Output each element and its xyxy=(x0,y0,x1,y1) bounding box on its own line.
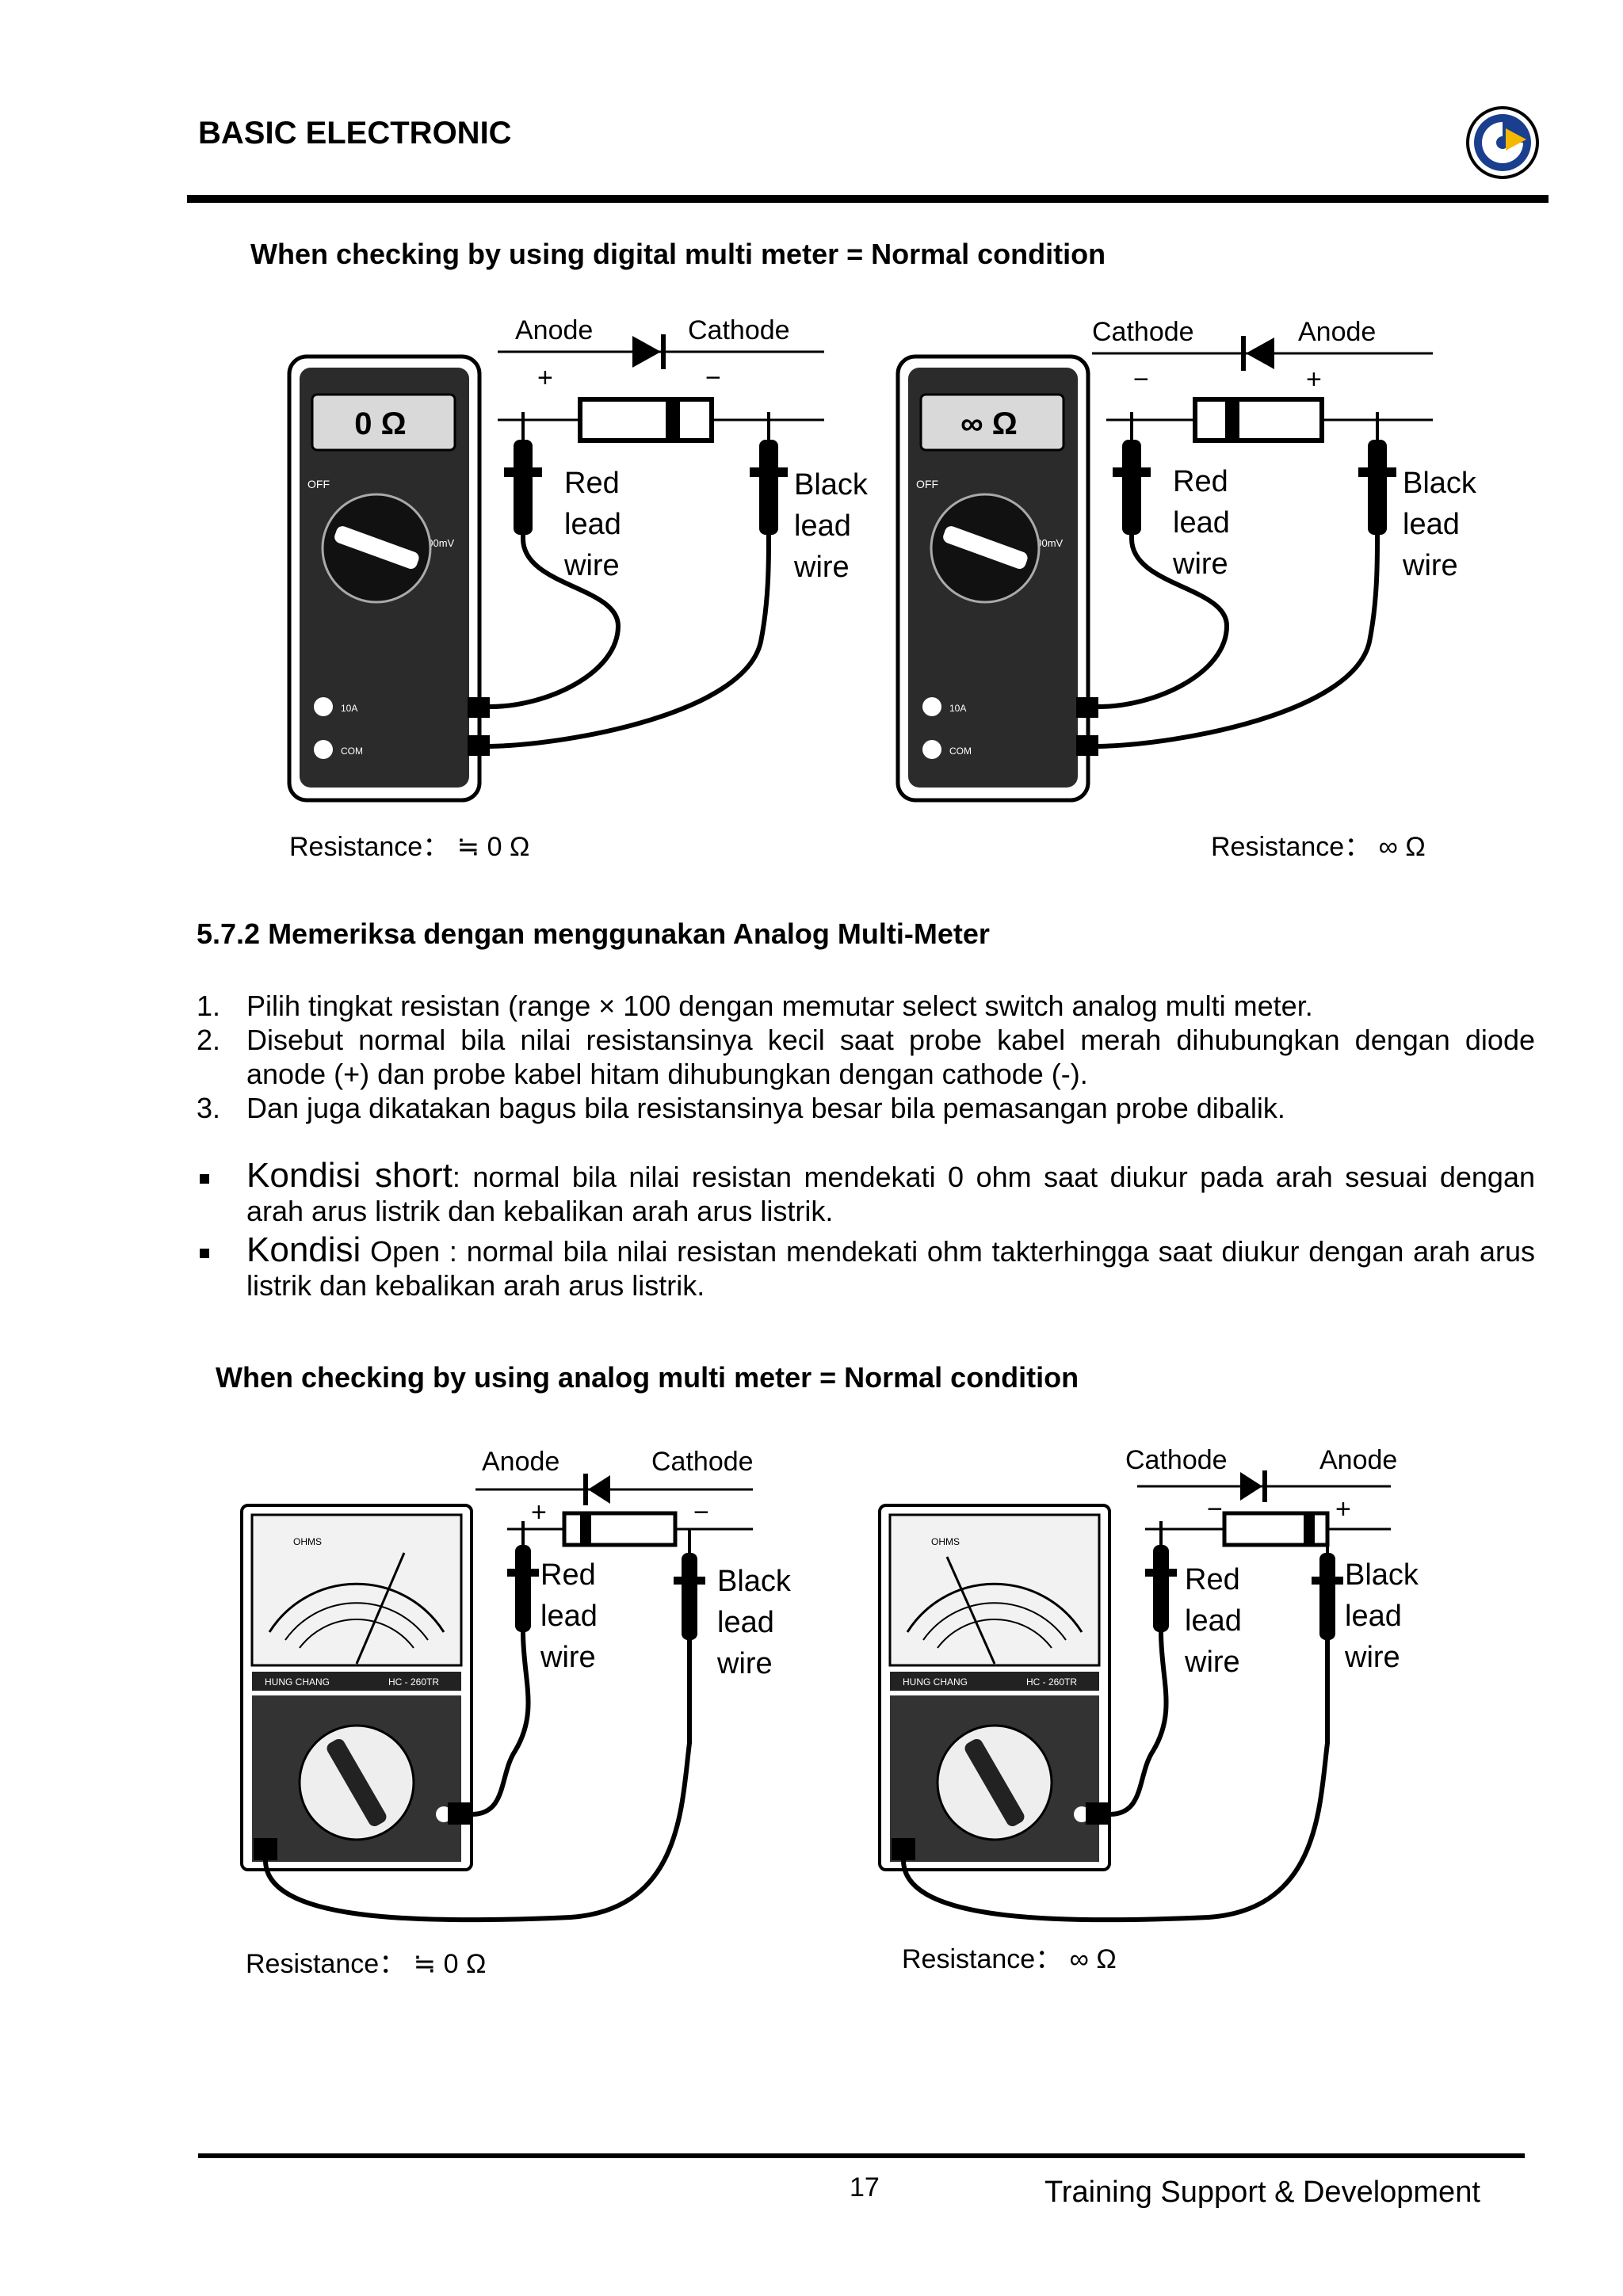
svg-text:Anode: Anode xyxy=(1298,317,1376,347)
bullet-item: Kondisi Open : normal bila nilai resista… xyxy=(246,1230,1535,1302)
svg-text:−: − xyxy=(693,1497,709,1527)
svg-text:HUNG CHANG: HUNG CHANG xyxy=(265,1676,330,1688)
svg-text:OHMS: OHMS xyxy=(293,1536,322,1547)
svg-text:Red: Red xyxy=(1173,465,1228,498)
digital-display-right: ∞ Ω xyxy=(960,406,1018,441)
digital-display-left: 0 Ω xyxy=(354,406,406,441)
svg-text:+: + xyxy=(1335,1494,1351,1524)
svg-text:lead: lead xyxy=(540,1600,598,1633)
svg-text:Black: Black xyxy=(1345,1558,1419,1592)
list-item-number: 2. xyxy=(197,1024,221,1056)
svg-text:Red: Red xyxy=(1185,1563,1240,1596)
svg-text:−: − xyxy=(705,363,721,393)
list-item-text: Pilih tingkat resistan (range × 100 deng… xyxy=(246,990,1313,1022)
svg-text:lead: lead xyxy=(717,1606,774,1639)
svg-text:+: + xyxy=(1306,364,1322,395)
svg-text:HC - 260TR: HC - 260TR xyxy=(1026,1676,1077,1688)
svg-text:wire: wire xyxy=(1172,547,1228,581)
numbered-list: 1. Pilih tingkat resistan (range × 100 d… xyxy=(0,989,1623,1124)
digital-figure-title: When checking by using digital multi met… xyxy=(250,238,1106,270)
svg-text:wire: wire xyxy=(716,1647,773,1680)
svg-text:wire: wire xyxy=(563,549,620,582)
svg-text:Cathode: Cathode xyxy=(688,315,790,345)
svg-text:OHMS: OHMS xyxy=(931,1536,960,1547)
svg-text:Anode: Anode xyxy=(515,315,593,345)
svg-text:Black: Black xyxy=(794,468,869,502)
footer-rule xyxy=(198,2153,1525,2158)
list-item-text: Disebut normal bila nilai resistansinya … xyxy=(246,1024,1535,1090)
analog-resistance-right: Resistance： ∞ Ω xyxy=(902,1944,1117,1974)
svg-text:HC - 260TR: HC - 260TR xyxy=(388,1676,439,1688)
analog-meter-left: OHMS HUNG CHANG HC - 260TR Red lead wire… xyxy=(240,1447,792,1979)
list-item-text: Dan juga dikatakan bagus bila resistansi… xyxy=(246,1092,1285,1124)
svg-text:lead: lead xyxy=(1173,506,1230,540)
list-item-number: 3. xyxy=(197,1092,221,1124)
svg-text:OFF: OFF xyxy=(916,478,938,490)
svg-text:lead: lead xyxy=(1345,1600,1402,1633)
svg-text:10A: 10A xyxy=(341,703,357,714)
svg-text:lead: lead xyxy=(564,508,621,541)
analog-resistance-left: Resistance： ≒ 0 Ω xyxy=(246,1949,486,1979)
bullet-list: Kondisi short: normal bila nilai resista… xyxy=(0,1158,1623,1317)
svg-text:wire: wire xyxy=(1184,1646,1240,1679)
svg-text:Cathode: Cathode xyxy=(1125,1445,1228,1475)
page-number: 17 xyxy=(850,2172,880,2203)
svg-text:−: − xyxy=(1133,364,1149,395)
bullet-marker xyxy=(200,1174,209,1184)
header-rule xyxy=(187,195,1549,203)
digital-resistance-left: Resistance： ≒ 0 Ω xyxy=(289,832,529,862)
digital-resistance-right: Resistance： ∞ Ω xyxy=(1211,832,1426,862)
svg-text:Black: Black xyxy=(1403,467,1477,500)
section-heading: 5.7.2 Memeriksa dengan menggunakan Analo… xyxy=(197,917,990,950)
svg-text:Cathode: Cathode xyxy=(1092,317,1194,347)
svg-text:OFF: OFF xyxy=(307,478,330,490)
svg-text:wire: wire xyxy=(1402,549,1458,582)
svg-text:+: + xyxy=(531,1497,547,1527)
analog-meter-figure: OHMS HUNG CHANG HC - 260TR Red lead wire… xyxy=(238,1442,1506,1997)
svg-text:Black: Black xyxy=(717,1565,792,1598)
svg-text:Anode: Anode xyxy=(1319,1445,1397,1475)
svg-text:wire: wire xyxy=(540,1641,596,1674)
document-header-title: BASIC ELECTRONIC xyxy=(198,116,512,151)
svg-text:wire: wire xyxy=(1344,1641,1400,1674)
svg-text:lead: lead xyxy=(794,509,851,543)
analog-figure-title: When checking by using analog multi mete… xyxy=(216,1361,1079,1394)
svg-text:Cathode: Cathode xyxy=(651,1447,754,1477)
company-logo-icon xyxy=(1465,105,1541,181)
digital-meter-left: 0 Ω OFF 300mV 10A COM Red lead wire xyxy=(287,315,869,862)
footer-text: Training Support & Development xyxy=(1044,2176,1480,2209)
svg-text:wire: wire xyxy=(793,551,850,584)
svg-text:lead: lead xyxy=(1185,1604,1242,1638)
svg-text:+: + xyxy=(537,363,553,393)
bullet-item: Kondisi short: normal bila nilai resista… xyxy=(246,1156,1535,1228)
svg-text:COM: COM xyxy=(949,746,972,757)
svg-text:HUNG CHANG: HUNG CHANG xyxy=(903,1676,968,1688)
bullet-marker xyxy=(200,1249,209,1258)
svg-text:lead: lead xyxy=(1403,508,1460,541)
svg-text:Red: Red xyxy=(540,1558,596,1592)
svg-text:Red: Red xyxy=(564,467,620,500)
digital-meter-figure: 0 Ω OFF 300mV 10A COM Red lead wire xyxy=(285,301,1490,879)
list-item-number: 1. xyxy=(197,990,221,1022)
digital-meter-right: ∞ Ω OFF 300mV 10A COM Red lead wire Blac… xyxy=(896,317,1477,862)
svg-text:10A: 10A xyxy=(949,703,966,714)
svg-text:Anode: Anode xyxy=(482,1447,559,1477)
analog-meter-right: OHMS HUNG CHANG HC - 260TR Red lead wire… xyxy=(878,1445,1419,1974)
svg-text:−: − xyxy=(1207,1494,1223,1524)
svg-text:COM: COM xyxy=(341,746,363,757)
